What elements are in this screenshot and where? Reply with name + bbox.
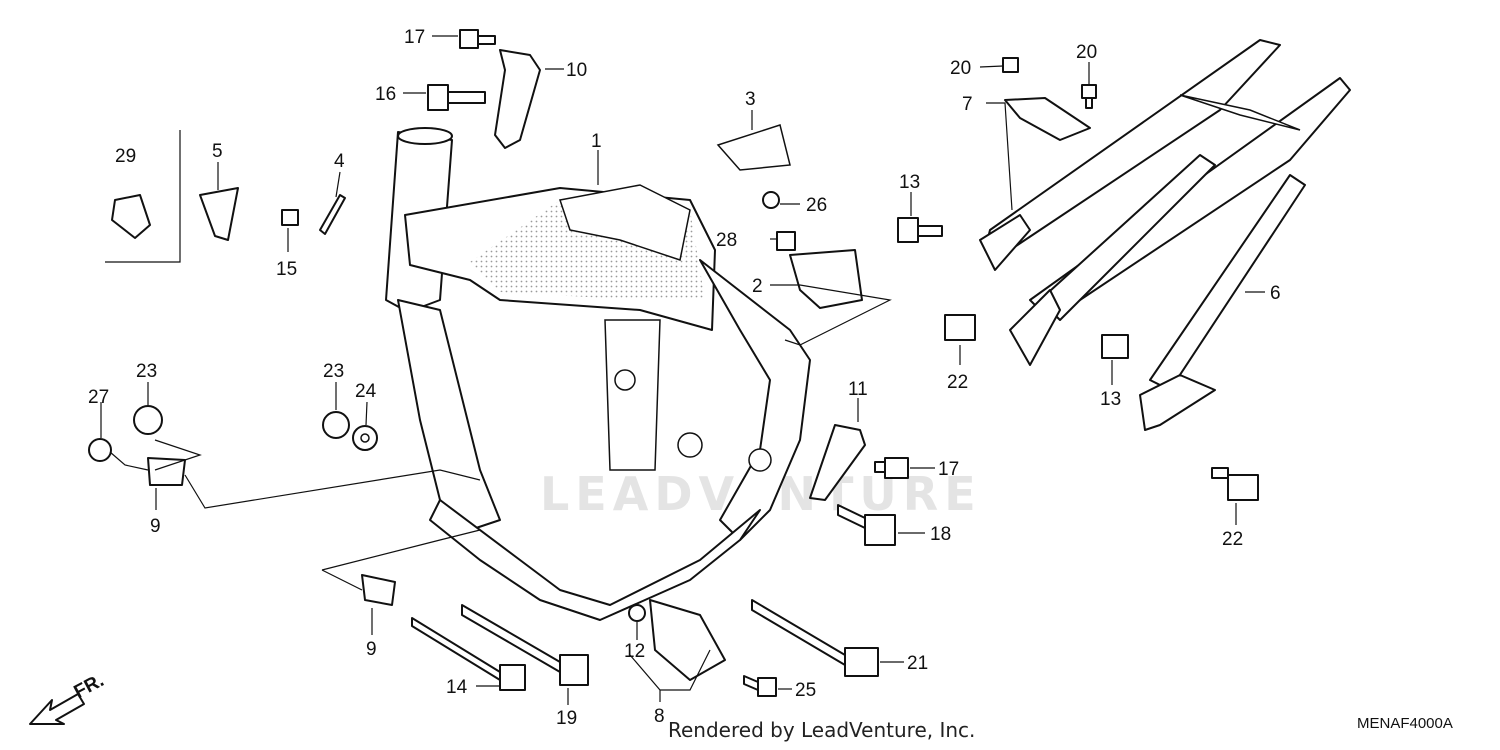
engine-mount-plate [559,184,691,261]
bracket-7 [1004,97,1091,141]
subframe-rear-mount [1139,374,1216,431]
bolt-20a [1002,57,1019,73]
callout-18: 18 [930,524,951,545]
bolt-14 [411,617,526,691]
callout-12: 12 [624,641,645,662]
callout-3: 3 [745,89,756,110]
callout-19: 19 [556,708,577,729]
bolt-22a [944,314,976,341]
bolt-17a [459,29,496,49]
lower-pivot-boss [677,432,703,458]
subframe-crossmember [1179,94,1301,131]
front-direction-arrow-icon [29,693,85,725]
small-parts [88,29,1259,697]
guard-8 [649,599,726,681]
callout-20-left: 20 [950,58,971,79]
bolt-20b [1081,84,1097,109]
subframe-front-mount-upper [979,214,1031,271]
callout-24: 24 [355,381,377,402]
callout-13-upper: 13 [899,172,920,193]
leader-lines [100,35,1265,705]
bracket-3-outline [716,124,791,171]
center-gusset [604,319,661,471]
callout-25: 25 [795,680,816,701]
bolt-16 [427,84,486,111]
bolt-18 [837,504,896,546]
callout-22-right: 22 [1222,529,1243,550]
callout-23-center: 23 [323,361,344,382]
plate-9-upper [147,457,186,486]
callout-4: 4 [334,151,345,172]
callout-15: 15 [276,259,297,280]
callouts: 17 10 16 3 1 29 5 4 15 26 28 2 20 20 7 1… [88,27,1281,729]
callout-9-lower: 9 [366,639,377,660]
render-credit: Rendered by LeadVenture, Inc. [668,718,976,742]
callout-28: 28 [716,230,737,251]
engine-hanger-upper [494,49,541,149]
clamp-5 [199,187,239,241]
main-frame [385,127,811,621]
washer-24-hole [360,433,370,443]
bolt-21 [751,599,879,677]
bolt-19 [461,604,589,686]
bolt-13a [897,217,943,243]
callout-1: 1 [591,131,602,152]
callout-8: 8 [654,706,665,727]
collar-23b [322,411,350,439]
diagram-code: MENAF4000A [1357,715,1453,732]
engine-hanger-side [809,424,866,501]
pivot-boss [614,369,636,391]
bolt-22b [1211,467,1259,501]
callout-27: 27 [88,387,109,408]
callout-9-upper: 9 [150,516,161,537]
plate-9-lower [361,574,396,606]
clip-4 [319,194,346,235]
callout-20-right: 20 [1076,42,1097,63]
collar-12 [628,604,646,622]
bolt-15 [281,209,299,226]
lower-cradle [429,499,761,621]
callout-23-left: 23 [136,361,157,382]
callout-17-upper: 17 [404,27,425,48]
callout-7: 7 [962,94,973,115]
callout-14: 14 [446,677,468,698]
callout-11: 11 [848,379,868,400]
nut-27 [88,438,112,462]
callout-16: 16 [375,84,396,105]
bolt-17b [874,457,909,479]
subframe-front-mount-lower [1009,289,1061,366]
callout-6: 6 [1270,283,1281,304]
callout-13-lower: 13 [1100,389,1121,410]
callout-26: 26 [806,195,827,216]
bolt-28 [776,231,796,251]
down-tube [397,299,501,531]
callout-17-right: 17 [938,459,959,480]
callout-29: 29 [115,146,136,167]
callout-22-left: 22 [947,372,968,393]
collar-23a [133,405,163,435]
bolt-13b [1101,334,1129,359]
right-boss [748,448,772,472]
grommet-26 [762,191,780,209]
head-pipe-top [397,127,453,145]
callout-10: 10 [566,60,587,81]
callout-21: 21 [907,653,928,674]
sub-frame [979,39,1351,431]
clip-29 [111,194,151,239]
callout-2: 2 [752,276,763,297]
bolt-25 [743,675,777,697]
callout-5: 5 [212,141,223,162]
bracket-2 [789,249,863,309]
